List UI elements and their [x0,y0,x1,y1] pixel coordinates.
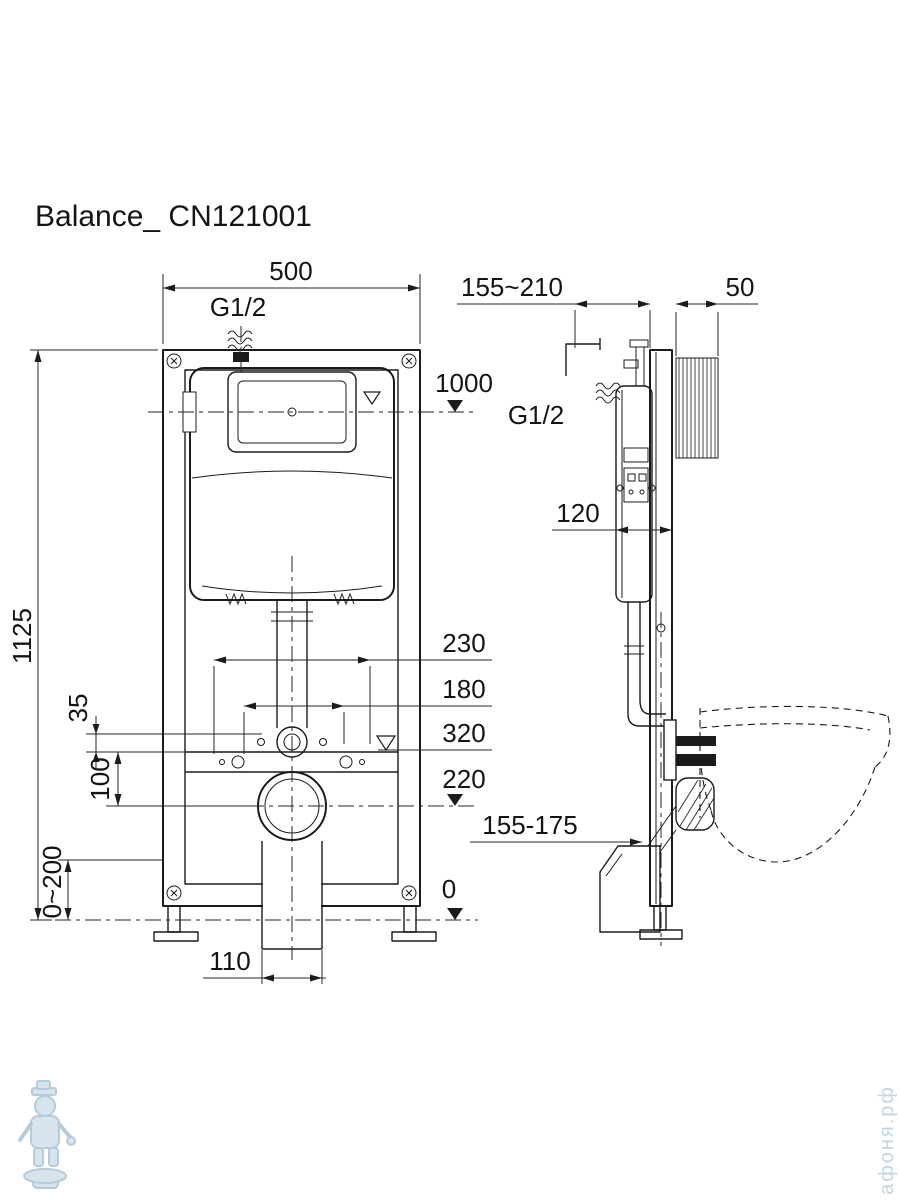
cistern-side [615,385,653,603]
dim-50: 50 [675,272,758,356]
dim-50-label: 50 [726,272,755,302]
dim-220: 220 [442,764,486,806]
water-level-icon [362,391,382,406]
dim-230: 230 [213,628,492,754]
dim-155-175-label: 155-175 [482,810,577,840]
water-supply-side [565,338,649,404]
dim-180-label: 180 [442,674,485,704]
dim-35-label: 35 [63,694,93,723]
dim-155-210-label: 155~210 [461,272,563,302]
drawing-title: Balance_ CN121001 [35,200,312,233]
dim-120-label: 120 [556,498,599,528]
dim-100: 100 [85,752,256,807]
flush-pipe-side [624,602,666,727]
corner-screw-icons [166,353,417,901]
dim-500: 500 [162,256,421,344]
watermark-site-text: афоня.рф [876,1085,898,1195]
drain-elbow [599,805,677,933]
valve-internals [616,447,656,503]
centerlines [55,411,478,960]
dim-110: 110 [203,946,326,984]
front-view [153,326,437,950]
dim-1000: 1000 [435,368,493,412]
dimensions: 500 G1/2 1000 1125 0~200 [7,256,758,984]
side-view [565,338,891,946]
inlet-front-label: G1/2 [210,292,266,322]
dim-230-label: 230 [442,628,485,658]
dim-220-label: 220 [442,764,485,794]
watermark-logo [18,1080,76,1189]
dim-100-label: 100 [85,757,115,800]
wall-section [675,357,719,459]
inlet-side-label: G1/2 [508,400,564,430]
dim-110-label: 110 [209,946,250,976]
dim-500-label: 500 [269,256,312,286]
dim-1125-label: 1125 [7,608,37,664]
dim-35: 35 [63,694,262,768]
dim-0-200: 0~200 [37,845,163,920]
dim-0-200-label: 0~200 [37,845,67,918]
dim-320-label: 320 [442,718,485,748]
mounting-bracket [676,754,716,766]
dim-1000-label: 1000 [435,368,493,398]
dim-155-210: 155~210 [457,272,651,348]
dim-180: 180 [243,674,492,754]
water-inlet-symbol-front [227,326,253,376]
dim-0: 0 [442,874,463,920]
adjustable-legs [153,905,437,942]
toilet-bowl-outline [699,705,891,863]
dim-320: 320 [375,718,492,752]
dim-120: 120 [552,498,672,534]
dim-155-175: 155-175 [470,810,642,846]
outlet-spigot [675,777,715,831]
mounting-bolt [676,736,716,746]
dim-1125: 1125 [7,349,158,921]
dim-0-label: 0 [442,874,456,904]
